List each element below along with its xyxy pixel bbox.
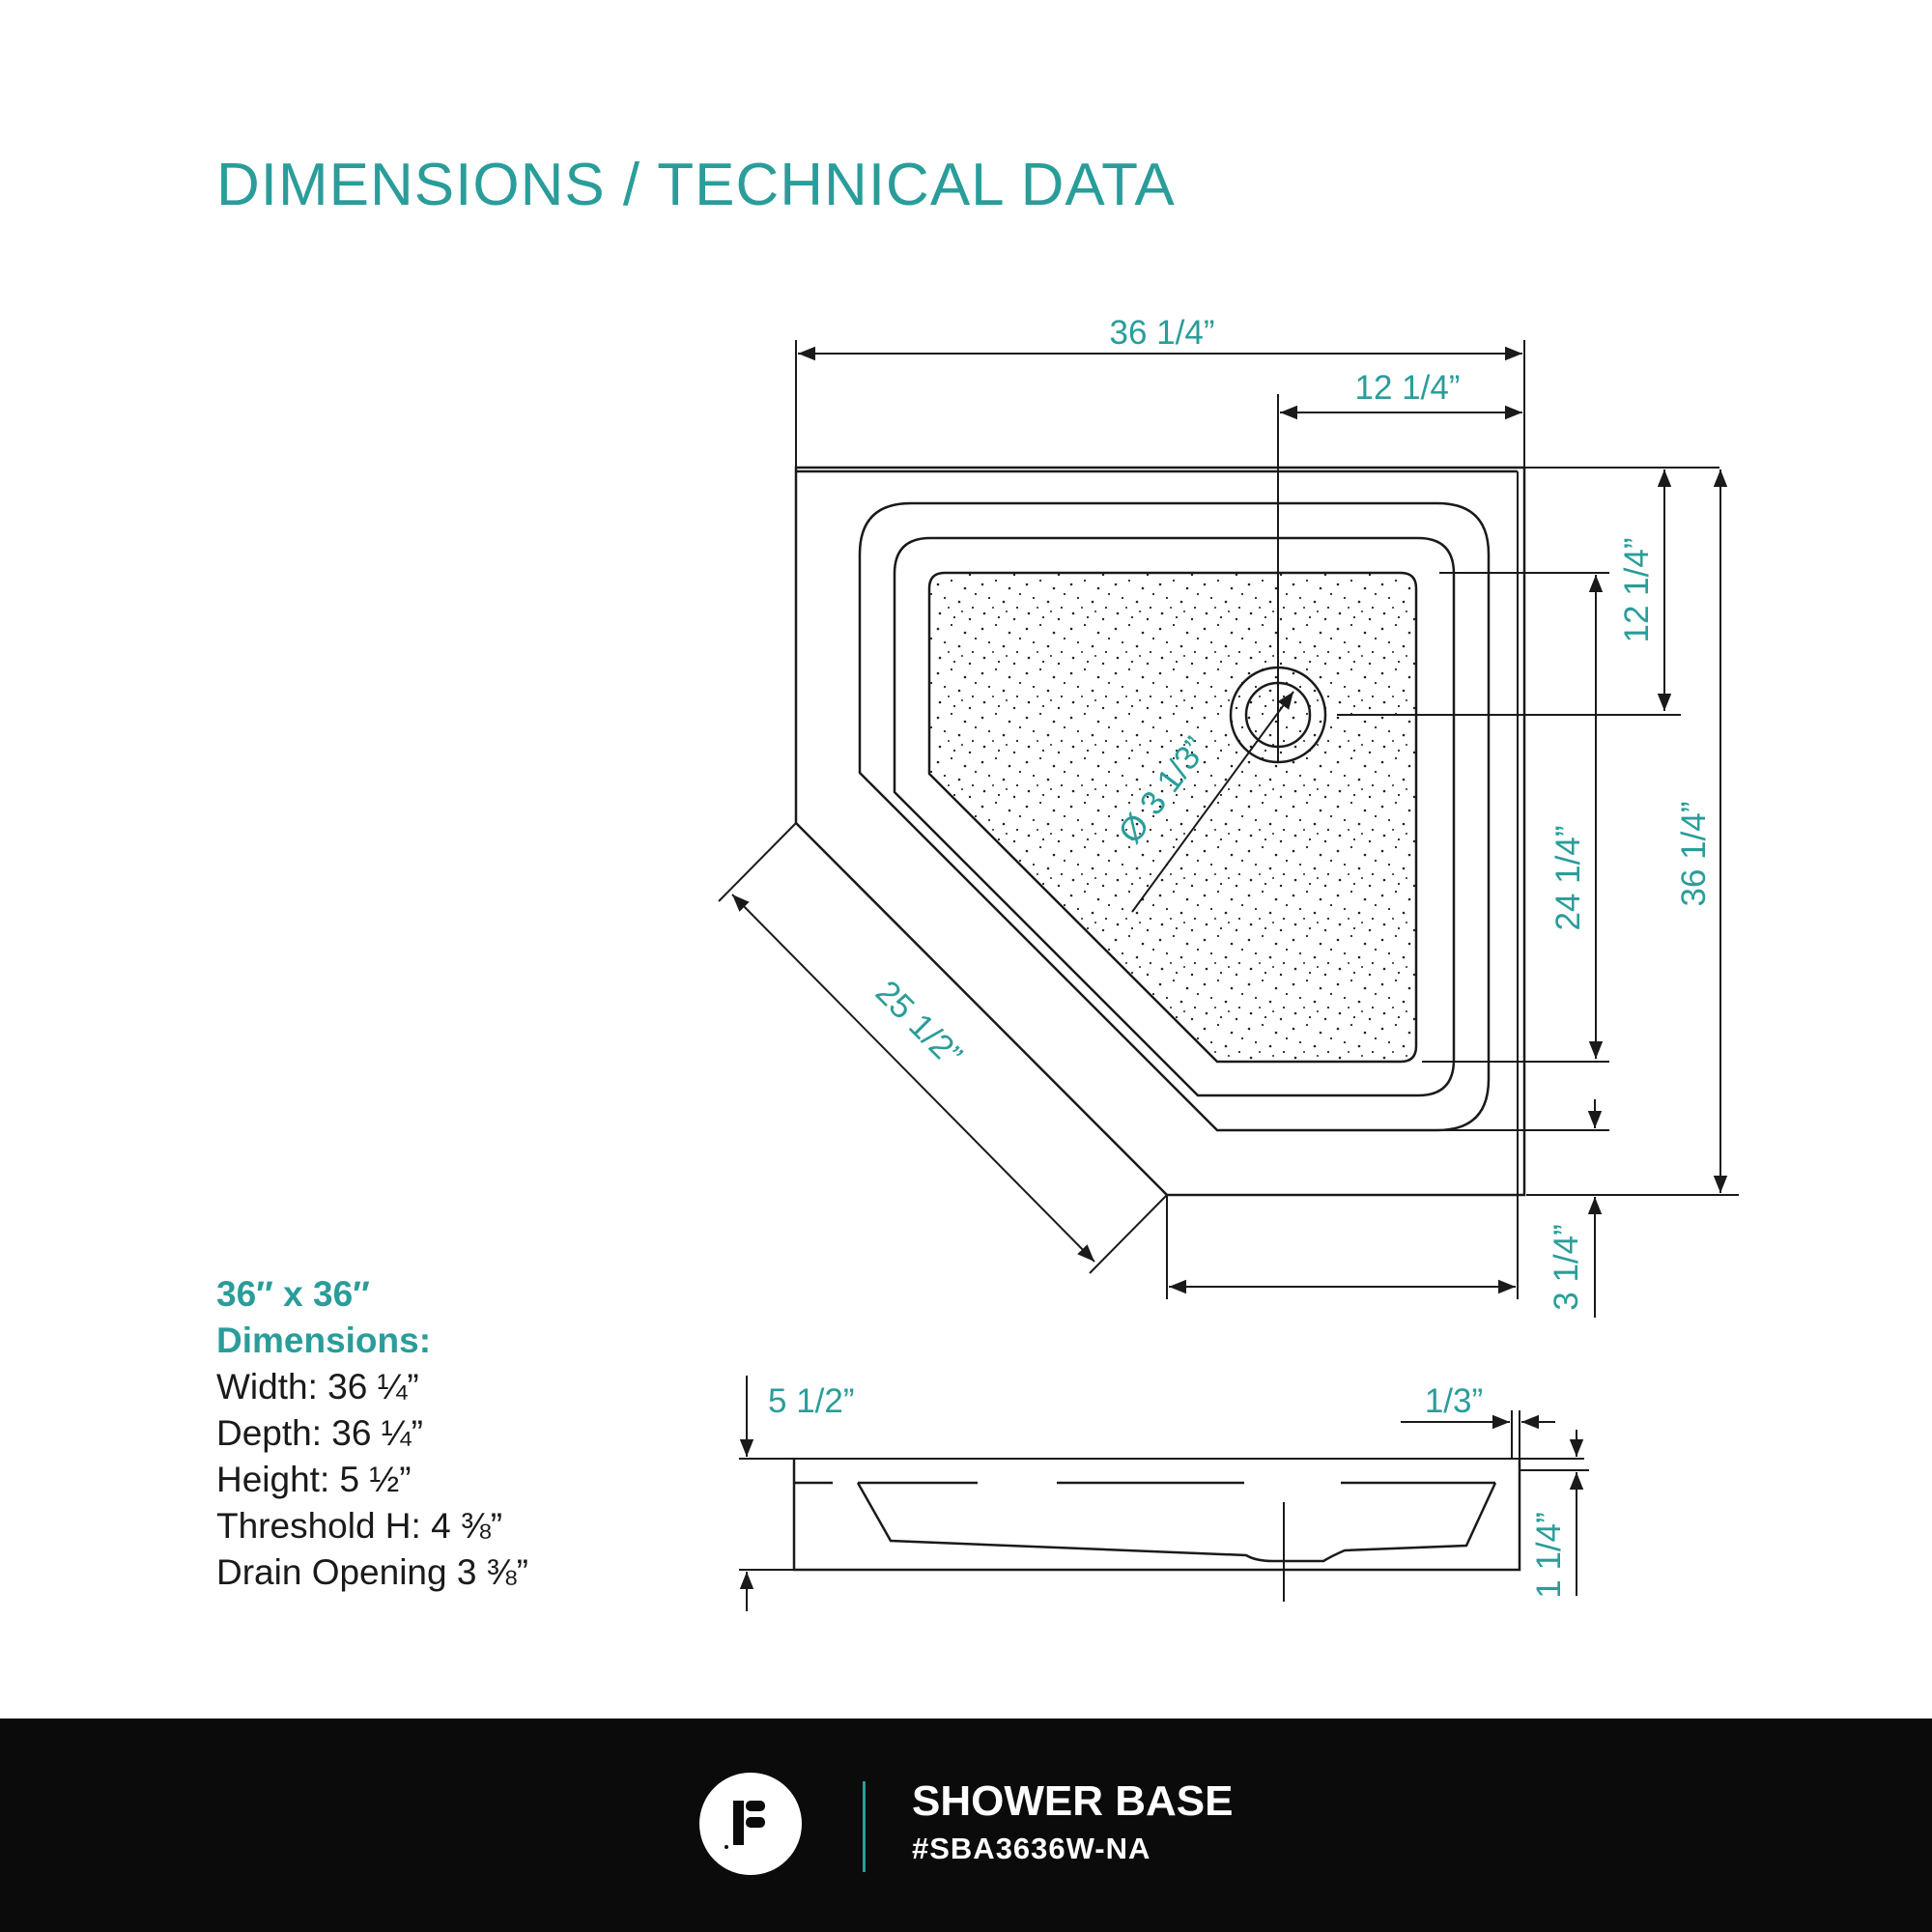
dim-right-mid: 24 1/4” bbox=[1549, 826, 1587, 931]
side-tray-profile bbox=[856, 1482, 1497, 1563]
specs-panel: 36″ x 36″ Dimensions: Width: 36 ¼” Depth… bbox=[216, 1271, 796, 1596]
dim-side-right: 1 1/4” bbox=[1530, 1512, 1568, 1599]
tray-outer-wall bbox=[858, 501, 1491, 1132]
dim-diagonal: 25 1/2” bbox=[868, 974, 970, 1075]
spec-width: Width: 36 ¼” bbox=[216, 1367, 419, 1406]
side-view bbox=[739, 1458, 1584, 1602]
spec-threshold: Threshold H: 4 ⅜” bbox=[216, 1506, 503, 1546]
brand-logo-icon bbox=[699, 1773, 802, 1875]
page-title: DIMENSIONS / TECHNICAL DATA bbox=[216, 152, 1176, 218]
plan-dimension-lines bbox=[718, 340, 1739, 1318]
side-dimension-lines bbox=[739, 1376, 1589, 1611]
dim-right-full: 36 1/4” bbox=[1675, 802, 1713, 907]
specs-size: 36″ x 36″ bbox=[216, 1274, 370, 1314]
tray-inner-wall bbox=[893, 536, 1456, 1097]
product-sku: #SBA3636W-NA bbox=[912, 1832, 1151, 1865]
spec-height: Height: 5 ½” bbox=[216, 1460, 412, 1499]
side-outline bbox=[792, 1459, 1521, 1572]
spec-drain-opening: Drain Opening 3 ⅜” bbox=[216, 1552, 528, 1592]
specs-heading: Dimensions: bbox=[216, 1321, 432, 1360]
dim-right-upper: 12 1/4” bbox=[1618, 538, 1656, 643]
dim-top-right: 12 1/4” bbox=[1355, 369, 1461, 407]
dim-top-width: 36 1/4” bbox=[1110, 314, 1215, 352]
spec-depth: Depth: 36 ¼” bbox=[216, 1413, 423, 1453]
footer-bar bbox=[0, 1719, 1932, 1932]
base-outline bbox=[794, 466, 1526, 1197]
dim-side-height: 5 1/2” bbox=[768, 1382, 855, 1420]
footer-divider bbox=[863, 1781, 866, 1872]
dim-bottom-small: 3 1/4” bbox=[1548, 1224, 1585, 1311]
dim-side-lip: 1/3” bbox=[1425, 1382, 1483, 1420]
product-name: SHOWER BASE bbox=[912, 1777, 1234, 1825]
plan-view bbox=[794, 466, 1526, 1197]
floor-area bbox=[927, 571, 1418, 1064]
